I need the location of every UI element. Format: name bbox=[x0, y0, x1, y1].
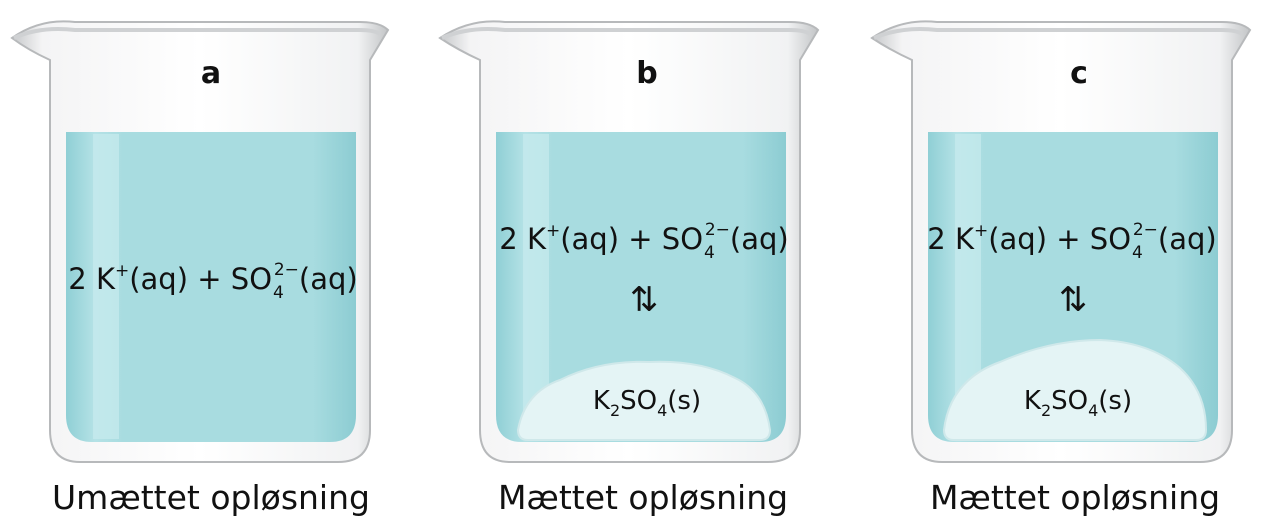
anion: SO42−(aq) bbox=[661, 220, 789, 263]
beaker-a-label: a bbox=[200, 56, 222, 91]
beaker-b-rim bbox=[441, 27, 812, 40]
beaker-b-solid-label: K2SO4(s) bbox=[592, 386, 702, 420]
beaker-b-caption: Mættet opløsning bbox=[497, 478, 789, 517]
coefficient: 2 bbox=[927, 222, 946, 256]
beaker-a bbox=[10, 20, 390, 463]
beaker-a-highlight bbox=[93, 134, 119, 439]
beaker-c bbox=[870, 20, 1252, 463]
beaker-c-solid-label: K2SO4(s) bbox=[1023, 386, 1133, 420]
anion: SO42−(aq) bbox=[230, 260, 358, 303]
coefficient: 2 bbox=[499, 222, 518, 256]
beaker-c-rim bbox=[873, 27, 1244, 40]
equilibrium-arrows-icon: ⇅ bbox=[1058, 280, 1088, 320]
cation: K+(aq) bbox=[954, 221, 1048, 256]
cation: K+(aq) bbox=[526, 221, 620, 256]
equilibrium-arrows-icon: ⇅ bbox=[629, 280, 659, 320]
anion: SO42−(aq) bbox=[1089, 220, 1217, 263]
beaker-a-rim bbox=[13, 27, 382, 40]
plus-sign: + bbox=[197, 262, 222, 296]
plus-sign: + bbox=[628, 222, 653, 256]
beaker-b-label: b bbox=[636, 56, 658, 91]
beaker-a-caption: Umættet opløsning bbox=[52, 478, 370, 517]
beaker-a-equation: 2 K+(aq) + SO42−(aq) bbox=[43, 260, 383, 303]
coefficient: 2 bbox=[68, 262, 87, 296]
cation: K+(aq) bbox=[95, 261, 189, 296]
beaker-c-equation: 2 K+(aq) + SO42−(aq) bbox=[902, 220, 1242, 263]
beaker-c-crystals bbox=[942, 338, 1208, 441]
beaker-c-caption: Mættet opløsning bbox=[929, 478, 1221, 517]
beaker-a-liquid bbox=[66, 132, 356, 442]
beaker-b bbox=[438, 20, 820, 463]
beaker-c-label: c bbox=[1070, 56, 1088, 91]
beaker-b-crystals bbox=[516, 360, 772, 441]
beaker-b-equation: 2 K+(aq) + SO42−(aq) bbox=[474, 220, 814, 263]
plus-sign: + bbox=[1056, 222, 1081, 256]
beaker-b-liquid bbox=[496, 132, 786, 442]
